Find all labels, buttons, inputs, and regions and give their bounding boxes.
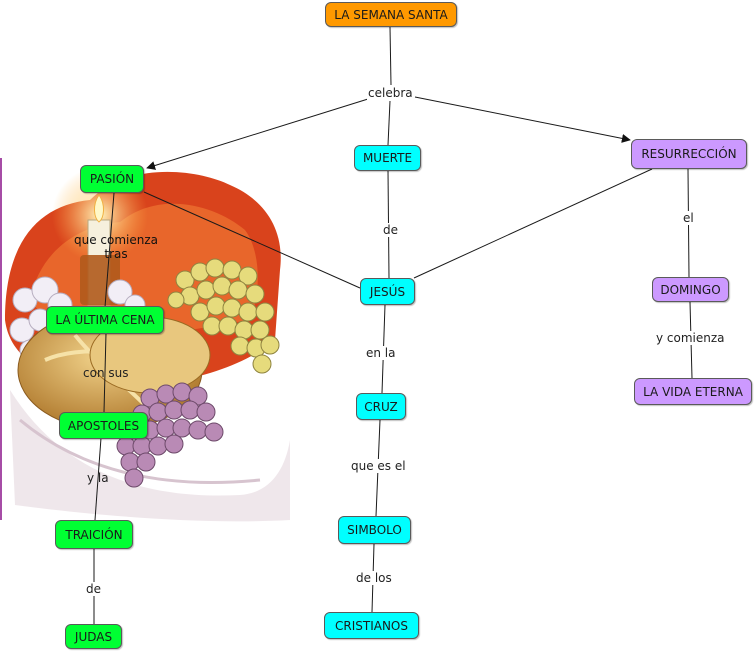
node-muerte[interactable]: MUERTE [354, 145, 421, 171]
line-apostoles-traicion [94, 437, 102, 521]
node-pasion[interactable]: PASIÓN [80, 165, 144, 193]
line-pasion-ultima-cena [104, 192, 115, 308]
node-cristianos[interactable]: CRISTIANOS [324, 612, 419, 639]
link-de-los: de los [355, 571, 393, 585]
line-ultima-cena-apostoles [103, 332, 107, 413]
node-jesus[interactable]: JESÚS [360, 278, 415, 305]
line-root-celebra [389, 26, 392, 86]
connector-lines [93, 26, 693, 624]
line-celebra-pasion [146, 98, 369, 170]
node-domingo[interactable]: DOMINGO [652, 277, 729, 302]
node-apostoles[interactable]: APOSTOLES [59, 412, 148, 439]
link-con-sus: con sus [83, 366, 129, 380]
line-resurreccion-jesus [413, 168, 653, 279]
link-de-jesus: de [382, 223, 399, 237]
link-el: el [682, 211, 695, 225]
link-que-comienza-tras: que comienza tras [74, 233, 159, 261]
node-la-vida-eterna[interactable]: LA VIDA ETERNA [634, 378, 752, 405]
node-cruz[interactable]: CRUZ [356, 393, 406, 420]
link-en-la: en la [365, 346, 397, 360]
node-traicion[interactable]: TRAICIÓN [55, 520, 133, 549]
line-celebra-resurreccion [414, 96, 631, 143]
node-resurreccion[interactable]: RESURRECCIÓN [631, 139, 747, 169]
node-simbolo[interactable]: SIMBOLO [338, 516, 411, 544]
line-celebra-muerte [387, 100, 391, 146]
link-de-judas: de [85, 582, 102, 596]
link-y-la: y la [87, 471, 109, 485]
link-celebra: celebra [367, 86, 414, 100]
link-que-es-el: que es el [350, 459, 407, 473]
link-y-comienza: y comienza [655, 331, 726, 345]
node-judas[interactable]: JUDAS [65, 624, 122, 649]
node-la-semana-santa[interactable]: LA SEMANA SANTA [325, 2, 457, 27]
last-supper-illustration [0, 158, 290, 522]
node-la-ultima-cena[interactable]: LA ÚLTIMA CENA [46, 306, 164, 334]
line-pasion-jesus [143, 191, 361, 289]
